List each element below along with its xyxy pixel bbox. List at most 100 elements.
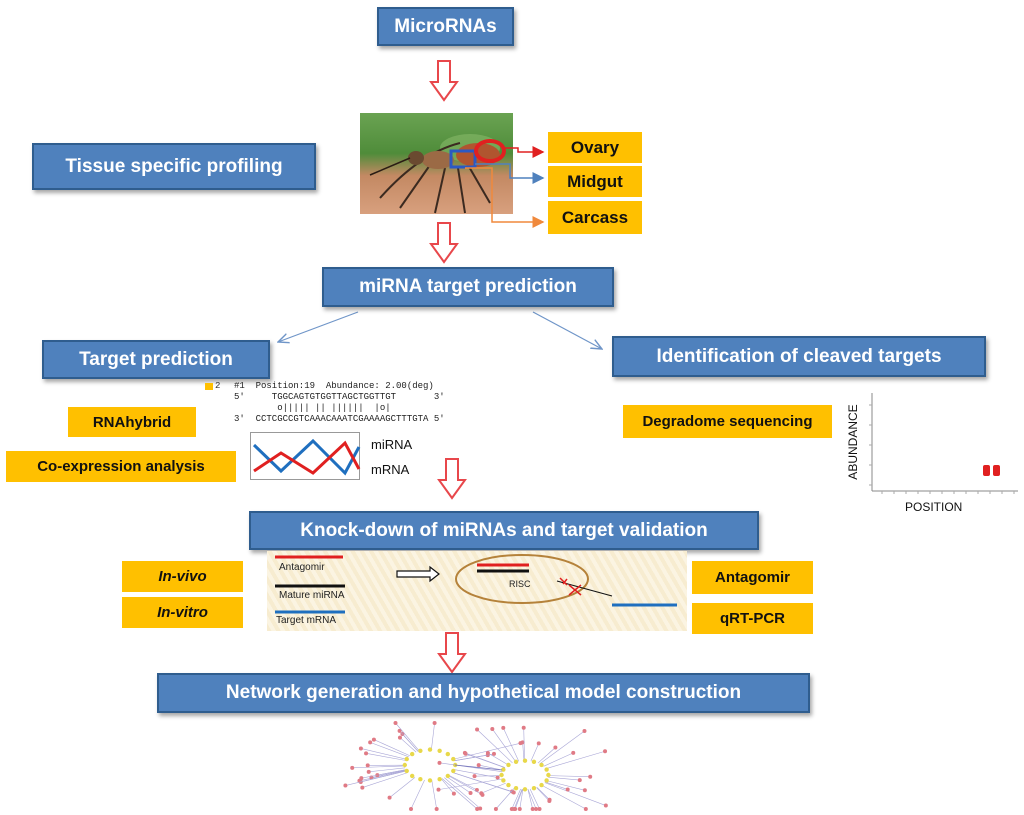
network-target-node <box>582 728 587 733</box>
hybrid-line-3: o||||| || |||||| |o| <box>234 403 391 413</box>
network-edge <box>541 784 586 810</box>
degradome-plot <box>869 393 1018 494</box>
network-edge <box>431 780 437 810</box>
network-target-node <box>359 776 364 781</box>
method-rnahybrid: RNAhybrid <box>68 407 196 437</box>
network-target-node <box>365 763 370 768</box>
network-mirna-node <box>437 748 442 753</box>
network-edge <box>548 775 591 778</box>
knockdown-label: Knock-down of miRNAs and target validati… <box>300 519 708 541</box>
mosquito-drawing <box>369 134 506 214</box>
network-target-node <box>577 778 582 783</box>
network-edge <box>536 787 550 800</box>
network-target-node <box>582 788 587 793</box>
network-mirna-node <box>451 756 456 762</box>
network-edge <box>543 752 574 767</box>
method-rnahybrid-label: RNAhybrid <box>92 413 172 431</box>
mechanism-risc-label: RISC <box>509 579 531 589</box>
method-degradome: Degradome sequencing <box>623 405 832 438</box>
condition-invivo-label: In-vivo <box>158 568 207 585</box>
network-mirna-node <box>522 758 528 763</box>
network-target-node <box>553 745 558 750</box>
tissue-ovary-label: Ovary <box>570 137 620 157</box>
network-target-node <box>371 737 376 742</box>
condition-invivo: In-vivo <box>122 561 243 592</box>
network-edge <box>446 776 471 794</box>
network-edge <box>373 739 411 756</box>
degradome-xlabel: POSITION <box>905 500 963 514</box>
network-edge <box>464 752 506 768</box>
validation-antagomir: Antagomir <box>692 561 813 594</box>
cleaved-targets-box: Identification of cleaved targets <box>612 336 986 377</box>
mechanism-mature-label: Mature miRNA <box>279 590 345 601</box>
network-target-node <box>437 760 442 765</box>
network-edge <box>368 767 406 773</box>
network-edge <box>441 778 478 810</box>
network-edge <box>519 789 524 810</box>
network-target-node <box>479 791 484 796</box>
network-target-node <box>397 735 402 740</box>
network-edge <box>399 737 417 753</box>
degradome-ylabel: ABUNDANCE <box>846 404 860 480</box>
network-edge <box>360 748 407 760</box>
network-target-node <box>517 807 522 811</box>
condition-invitro-label: In-vitro <box>157 604 208 621</box>
network-target-node <box>537 807 542 811</box>
network-edge <box>359 770 407 782</box>
network-edge <box>352 765 405 769</box>
network-target-node <box>571 750 576 755</box>
network-edge <box>362 772 409 788</box>
network-edge <box>492 728 517 763</box>
method-coexpression-label: Co-expression analysis <box>37 458 205 475</box>
network-mirna-node <box>544 778 549 783</box>
network-edge <box>539 730 585 765</box>
network-target-node <box>485 751 490 756</box>
hybrid-legend-square <box>205 383 213 390</box>
network-mirna-node <box>427 747 433 752</box>
network-target-node <box>451 791 456 796</box>
network-target-node <box>472 774 477 779</box>
tissue-carcass-label: Carcass <box>561 207 629 227</box>
network-mirna-node <box>522 787 528 792</box>
condition-invitro: In-vitro <box>122 597 243 628</box>
network-target-node <box>513 807 518 811</box>
tissue-midgut: Midgut <box>548 166 642 197</box>
network-edge <box>511 788 521 810</box>
network-mirna-node <box>506 782 511 788</box>
network-edge <box>474 775 502 777</box>
network-target-node <box>343 783 348 788</box>
network-edge <box>361 769 407 779</box>
network-target-node <box>468 790 473 795</box>
network-mirna-node <box>501 767 506 772</box>
tissue-profiling-box: Tissue specific profiling <box>32 143 316 190</box>
network-target-node <box>432 721 437 725</box>
tissue-ovary: Ovary <box>548 132 642 163</box>
network-target-node <box>478 806 483 811</box>
network-mirna-node <box>539 762 544 768</box>
network-mirna-node <box>546 772 551 778</box>
network-target-node <box>491 751 496 756</box>
network-mirna-node <box>544 767 549 772</box>
network-edge <box>548 776 580 781</box>
hybrid-legend-number: 2 <box>215 381 221 391</box>
flow-arrow-2 <box>429 222 459 264</box>
mechanism-drawing <box>275 554 677 614</box>
network-mirna-node <box>404 768 409 774</box>
target-prediction-main-label: miRNA target prediction <box>359 276 577 297</box>
knockdown-box: Knock-down of miRNAs and target validati… <box>249 511 759 550</box>
network-edge <box>476 729 513 764</box>
network-edge <box>527 789 537 810</box>
network-edge <box>522 742 525 761</box>
hybrid-line-4: 3' CCTCGCCGTCAAACAAATCGAAAAGCTTTGTA 5' <box>234 414 445 424</box>
network-edge <box>365 753 406 761</box>
network-mirna-node <box>451 768 456 774</box>
network-target-node <box>583 807 588 811</box>
network-bridge-edge <box>454 764 503 771</box>
coexpr-legend-mrna: mRNA <box>371 462 410 477</box>
network-target-node <box>536 741 541 746</box>
network-target-node <box>476 763 481 768</box>
network-target-node <box>565 787 570 792</box>
network-target-node <box>520 740 525 745</box>
network-mirna-node <box>531 786 537 791</box>
network-edge <box>448 774 478 791</box>
